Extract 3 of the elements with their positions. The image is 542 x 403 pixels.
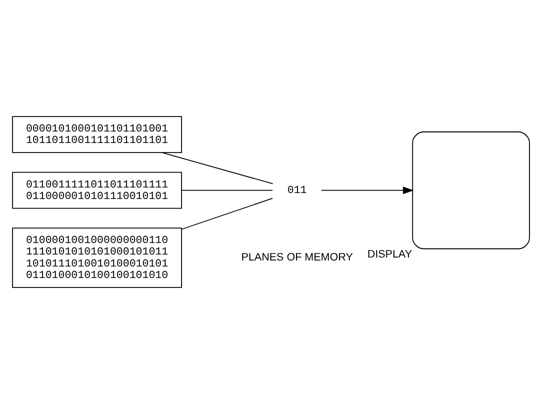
node-text: 011	[287, 184, 307, 197]
label: PLANES OF MEMORY	[241, 251, 353, 264]
node-label: DISPLAY	[367, 248, 412, 260]
